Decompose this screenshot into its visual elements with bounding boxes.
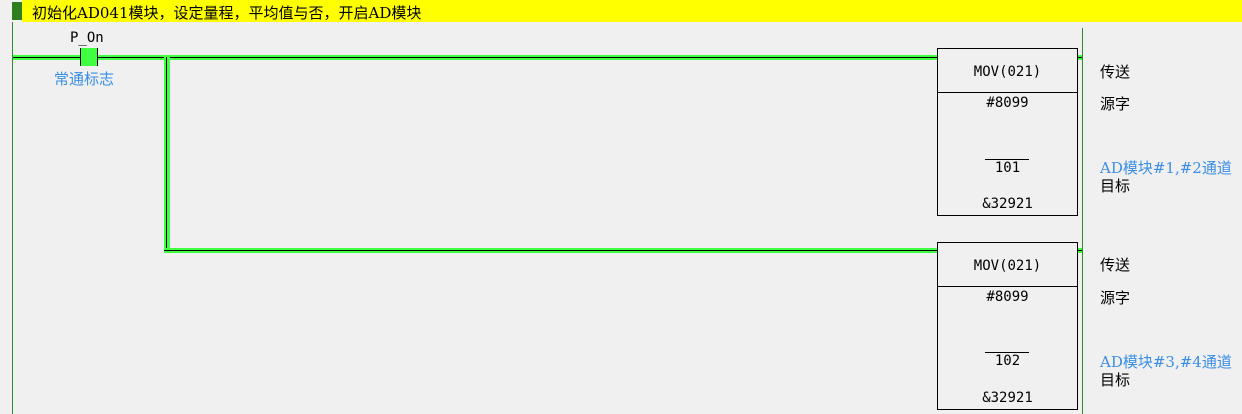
rung-comment: 初始化AD041模块，设定量程，平均值与否，开启AD模块 — [32, 4, 422, 22]
source-operand: #8099 — [986, 95, 1029, 111]
instr-label: 传送 — [1100, 63, 1131, 81]
rung-comment-background — [22, 0, 1242, 22]
branch-wire-vertical — [164, 57, 170, 253]
dest-label: 目标 — [1100, 371, 1131, 389]
contact-address: P_On — [70, 30, 104, 46]
right-power-rail — [1082, 28, 1083, 414]
operand-comment-number: 102 — [994, 353, 1021, 369]
source-label: 源字 — [1100, 95, 1131, 113]
source-operand: #8099 — [986, 289, 1029, 305]
dest-operand: &32921 — [982, 196, 1033, 212]
operand-comment-number: 101 — [994, 160, 1021, 176]
operand-overline — [985, 352, 1029, 353]
output-stub-2 — [1077, 248, 1082, 253]
contact-p-on[interactable] — [80, 48, 98, 66]
output-stub-1 — [1077, 55, 1082, 60]
dest-operand: &32921 — [982, 390, 1033, 406]
divider — [938, 286, 1077, 287]
left-power-rail — [12, 22, 13, 414]
operand-overline — [985, 159, 1029, 160]
source-label: 源字 — [1100, 289, 1131, 307]
dest-comment: AD模块#3,#4通道 — [1100, 353, 1232, 371]
instruction-name: MOV(021) — [973, 64, 1042, 80]
instruction-name: MOV(021) — [973, 258, 1042, 274]
dest-comment: AD模块#1,#2通道 — [1100, 159, 1232, 177]
contact-comment: 常通标志 — [54, 70, 115, 88]
rung-wire-main — [13, 55, 937, 60]
divider — [938, 92, 1077, 93]
rung-comment-bar[interactable]: 初始化AD041模块，设定量程，平均值与否，开启AD模块 — [0, 0, 1242, 22]
rung-marker — [12, 2, 22, 20]
instr-label: 传送 — [1100, 256, 1131, 274]
instruction-block-1[interactable]: MOV(021) #8099 101 &32921 — [937, 48, 1078, 216]
dest-label: 目标 — [1100, 177, 1131, 195]
rung-wire-branch — [164, 248, 937, 253]
instruction-block-2[interactable]: MOV(021) #8099 102 &32921 — [937, 242, 1078, 410]
